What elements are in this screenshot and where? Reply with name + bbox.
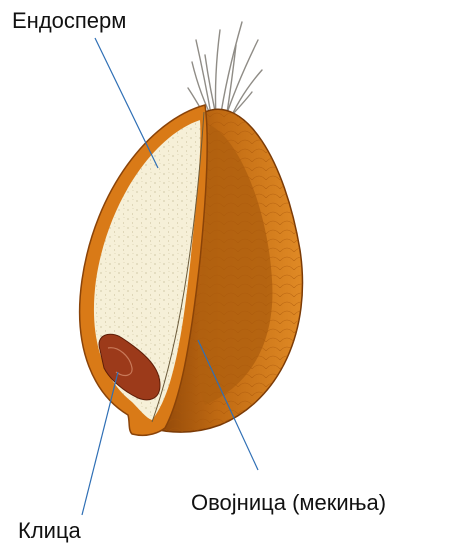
- leader-line-germ: [82, 372, 118, 515]
- endosperm-label: Ендосперм: [12, 10, 126, 32]
- germ-label: Клица: [18, 520, 81, 542]
- bran-label: Овојница (мекиња): [191, 492, 386, 514]
- leader-line-endosperm: [95, 38, 158, 168]
